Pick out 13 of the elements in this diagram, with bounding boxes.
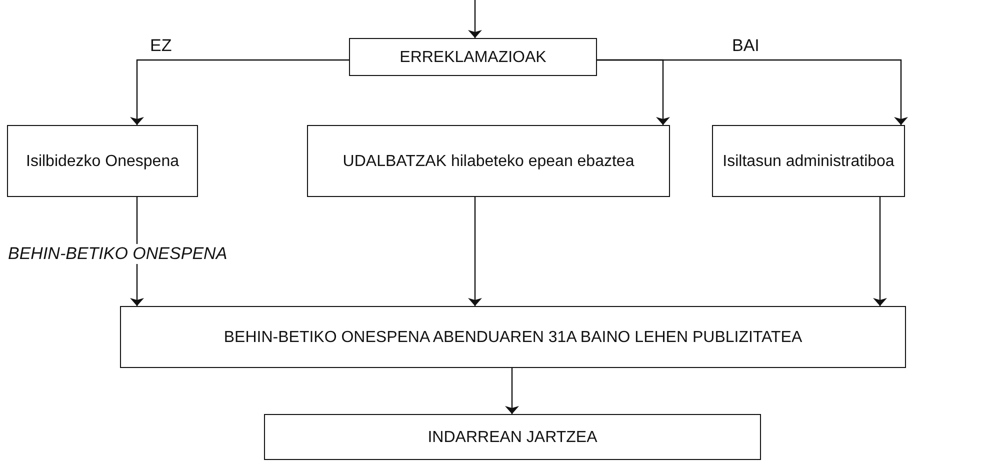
process-box: UDALBATZAK hilabeteko epean ebaztea (307, 125, 670, 197)
process-box: Isiltasun administratiboa (712, 125, 905, 197)
process-box: ERREKLAMAZIOAK (349, 38, 597, 76)
process-box: INDARREAN JARTZEA (264, 414, 761, 460)
edge-label: BEHIN-BETIKO ONESPENA (8, 244, 228, 264)
arrow (597, 59, 908, 125)
arrow (468, 197, 482, 306)
arrow (468, 0, 482, 38)
process-box: Isilbidezko Onespena (7, 125, 198, 197)
arrow (873, 197, 887, 306)
arrow (505, 368, 519, 414)
arrow (130, 59, 349, 125)
process-box: BEHIN-BETIKO ONESPENA ABENDUAREN 31A BAINO LEHEN PUBLIZITATEA (120, 306, 906, 368)
